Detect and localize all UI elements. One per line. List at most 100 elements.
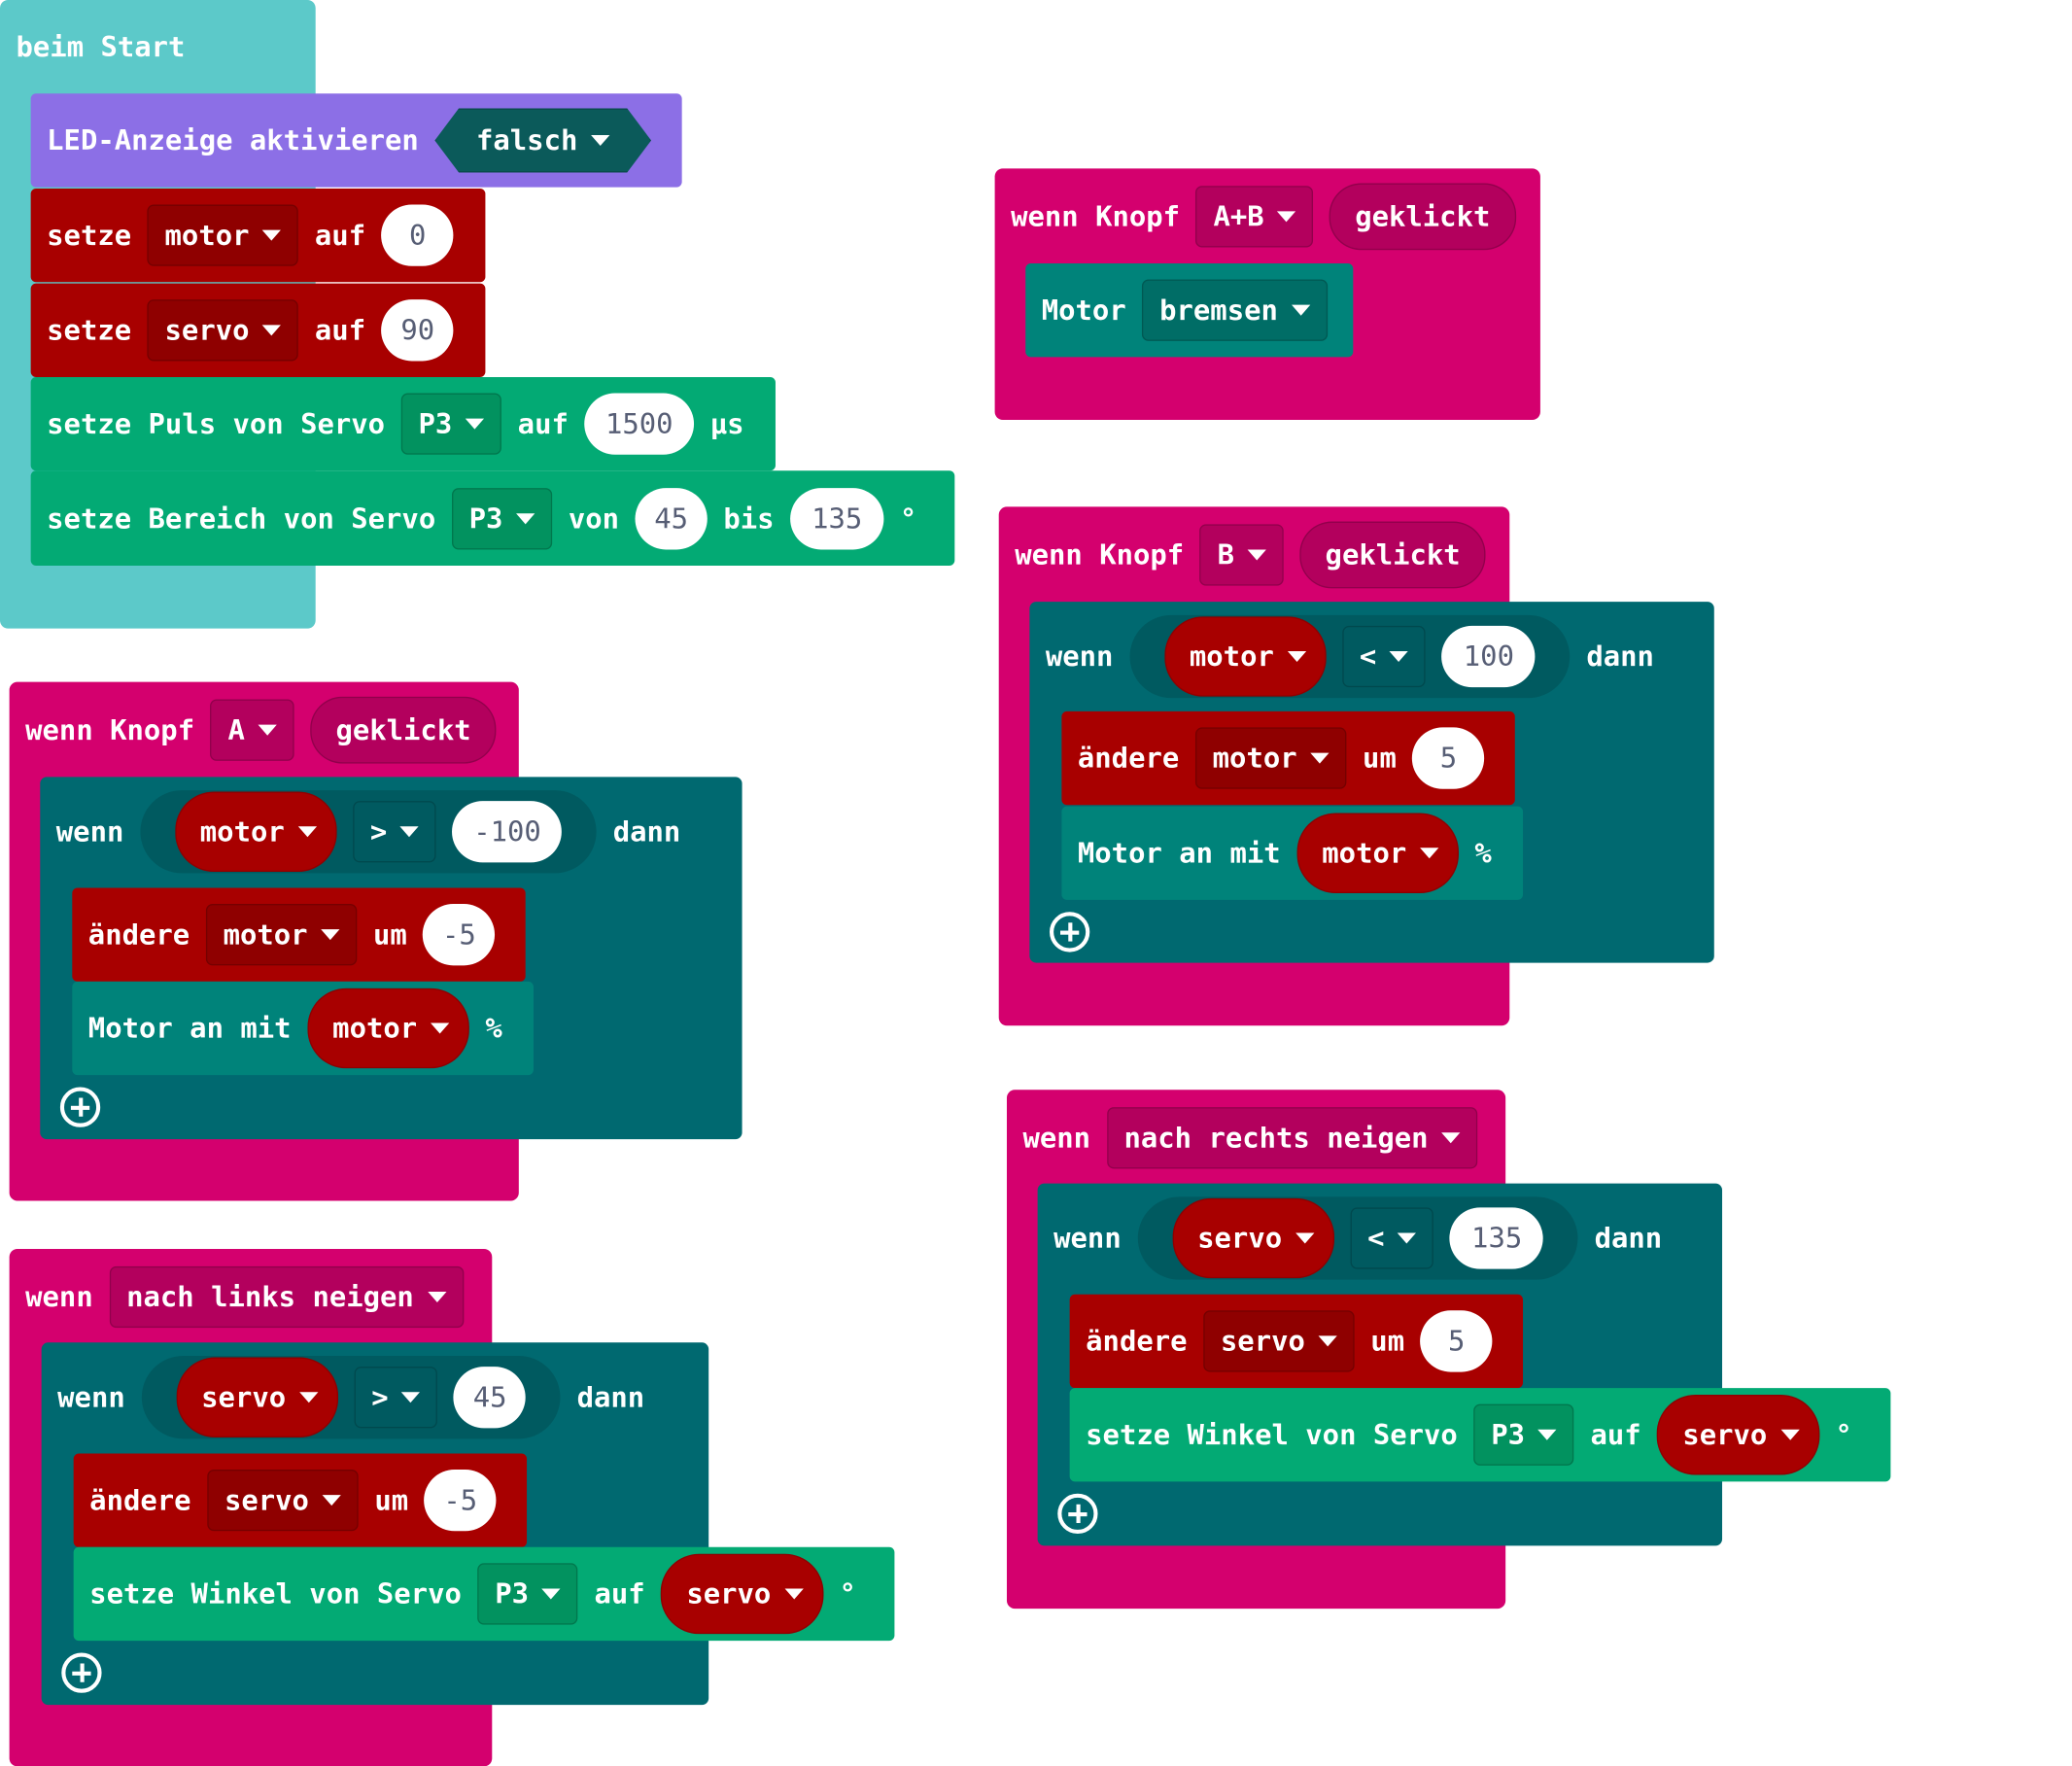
motor-action-value: bremsen (1159, 294, 1278, 327)
chevron-down-icon (1318, 1335, 1337, 1347)
led-enable-block[interactable]: LED-Anzeige aktivieren falsch (30, 93, 682, 188)
variable-dropdown-motor[interactable]: motor (147, 204, 299, 266)
variable-reporter[interactable]: motor (174, 791, 337, 873)
comparison-block[interactable]: motor > -100 (139, 790, 598, 874)
set-motor-block[interactable]: setze motor auf 0 (30, 188, 486, 283)
number-input-servo[interactable]: 90 (381, 299, 454, 362)
compare-value-input[interactable]: 135 (1449, 1207, 1544, 1269)
set-label: setze (47, 314, 132, 347)
variable-reporter[interactable]: servo (1171, 1197, 1334, 1279)
range-min-input[interactable]: 45 (635, 487, 708, 549)
operator-value: < (1359, 641, 1377, 674)
set-servo-range-block[interactable]: setze Bereich von Servo P3 von 45 bis 13… (30, 470, 955, 566)
add-else-icon[interactable] (1050, 912, 1090, 952)
if-header: wenn motor < 100 dann (1029, 602, 1654, 711)
chevron-down-icon (466, 418, 485, 430)
pin-value: P3 (468, 502, 503, 535)
chevron-down-icon (262, 325, 282, 336)
pin-dropdown[interactable]: P3 (477, 1563, 578, 1625)
motor-on-block[interactable]: Motor an mit motor % (72, 981, 534, 1076)
led-enable-dropdown[interactable]: falsch (434, 108, 651, 172)
until-label: bis (723, 502, 775, 535)
variable-reporter[interactable]: motor (1163, 616, 1327, 697)
pin-dropdown[interactable]: P3 (1473, 1403, 1574, 1466)
change-motor-block[interactable]: ändere motor um -5 (72, 887, 526, 982)
operator-dropdown[interactable]: < (1342, 625, 1427, 688)
servo-pulse-label: setze Puls von Servo (47, 407, 386, 440)
chevron-down-icon (258, 724, 277, 736)
change-servo-block[interactable]: ändere servo um 5 (1069, 1294, 1524, 1389)
gesture-dropdown[interactable]: nach links neigen (109, 1265, 464, 1329)
variable-reporter[interactable]: motor (1296, 813, 1459, 894)
comparison-block[interactable]: motor < 100 (1128, 614, 1571, 699)
chevron-down-icon (399, 826, 420, 838)
change-value-input[interactable]: -5 (423, 904, 496, 966)
variable-dropdown[interactable]: servo (207, 1470, 359, 1532)
change-value-input[interactable]: 5 (1420, 1310, 1493, 1372)
pin-value: P3 (1491, 1418, 1526, 1451)
button-value: A+B (1213, 200, 1264, 233)
comparison-block[interactable]: servo > 45 (141, 1356, 562, 1439)
if-header: wenn servo < 135 dann (1038, 1184, 1662, 1294)
add-else-icon[interactable] (61, 1652, 102, 1693)
motor-brake-block[interactable]: Motor bremsen (1025, 263, 1354, 358)
if-label: wenn (1045, 641, 1114, 674)
set-servo-angle-block[interactable]: setze Winkel von Servo P3 auf servo ° (73, 1546, 895, 1642)
variable-name: motor (164, 219, 250, 252)
operator-dropdown[interactable]: > (354, 1367, 438, 1429)
variable-dropdown-servo[interactable]: servo (147, 299, 299, 362)
percent-label: % (1474, 837, 1492, 870)
variable-dropdown[interactable]: motor (1194, 727, 1347, 789)
set-servo-block[interactable]: setze servo auf 90 (30, 283, 486, 377)
motor-on-block[interactable]: Motor an mit motor % (1061, 806, 1524, 900)
add-else-icon[interactable] (59, 1087, 101, 1127)
then-label: dann (612, 815, 681, 848)
set-servo-pulse-block[interactable]: setze Puls von Servo P3 auf 1500 µs (30, 376, 776, 471)
gesture-dropdown[interactable]: nach rechts neigen (1106, 1107, 1478, 1169)
compare-value-input[interactable]: 45 (454, 1367, 527, 1429)
variable-dropdown[interactable]: motor (205, 904, 358, 966)
motor-action-dropdown[interactable]: bremsen (1142, 279, 1328, 341)
variable-reporter[interactable]: servo (661, 1553, 823, 1635)
to-label: auf (314, 314, 366, 347)
range-max-input[interactable]: 135 (790, 487, 884, 549)
change-value-input[interactable]: 5 (1412, 727, 1485, 789)
variable-dropdown[interactable]: servo (1203, 1310, 1355, 1372)
servo-angle-label: setze Winkel von Servo (1086, 1418, 1458, 1451)
number-input-motor[interactable]: 0 (381, 204, 454, 266)
change-servo-block[interactable]: ändere servo um -5 (73, 1453, 528, 1547)
button-value: B (1217, 538, 1234, 571)
add-else-icon[interactable] (1057, 1493, 1098, 1535)
compare-value-input[interactable]: -100 (452, 801, 563, 863)
pin-dropdown[interactable]: P3 (451, 487, 553, 549)
on-start-label: beim Start (16, 30, 186, 63)
degree-label: ° (839, 1577, 856, 1610)
change-motor-block[interactable]: ändere motor um 5 (1061, 710, 1515, 806)
button-dropdown[interactable]: A+B (1195, 186, 1314, 248)
set-servo-angle-block[interactable]: setze Winkel von Servo P3 auf servo ° (1069, 1388, 1891, 1482)
unit-label: µs (709, 407, 744, 440)
from-label: von (568, 502, 620, 535)
operator-dropdown[interactable]: > (352, 801, 437, 863)
button-dropdown[interactable]: A (210, 699, 294, 761)
motor-on-label: Motor an mit (1077, 837, 1281, 870)
button-dropdown[interactable]: B (1199, 524, 1284, 586)
variable-name: servo (164, 314, 250, 347)
led-enable-value: falsch (475, 123, 578, 156)
pulse-input[interactable]: 1500 (584, 393, 695, 455)
variable-reporter[interactable]: motor (307, 987, 469, 1069)
change-value-input[interactable]: -5 (424, 1470, 497, 1532)
event-dropdown[interactable]: geklickt (1330, 183, 1516, 251)
variable-reporter[interactable]: servo (176, 1357, 338, 1437)
event-dropdown[interactable]: geklickt (1299, 521, 1486, 589)
to-label: auf (1590, 1418, 1641, 1451)
operator-dropdown[interactable]: < (1350, 1207, 1434, 1269)
if-label: wenn (55, 815, 124, 848)
pin-dropdown[interactable]: P3 (400, 393, 502, 455)
chevron-down-icon (591, 135, 609, 146)
variable-reporter[interactable]: servo (1657, 1394, 1819, 1475)
compare-value-input[interactable]: 100 (1441, 625, 1537, 688)
event-dropdown[interactable]: geklickt (310, 696, 497, 764)
comparison-block[interactable]: servo < 135 (1137, 1196, 1579, 1280)
